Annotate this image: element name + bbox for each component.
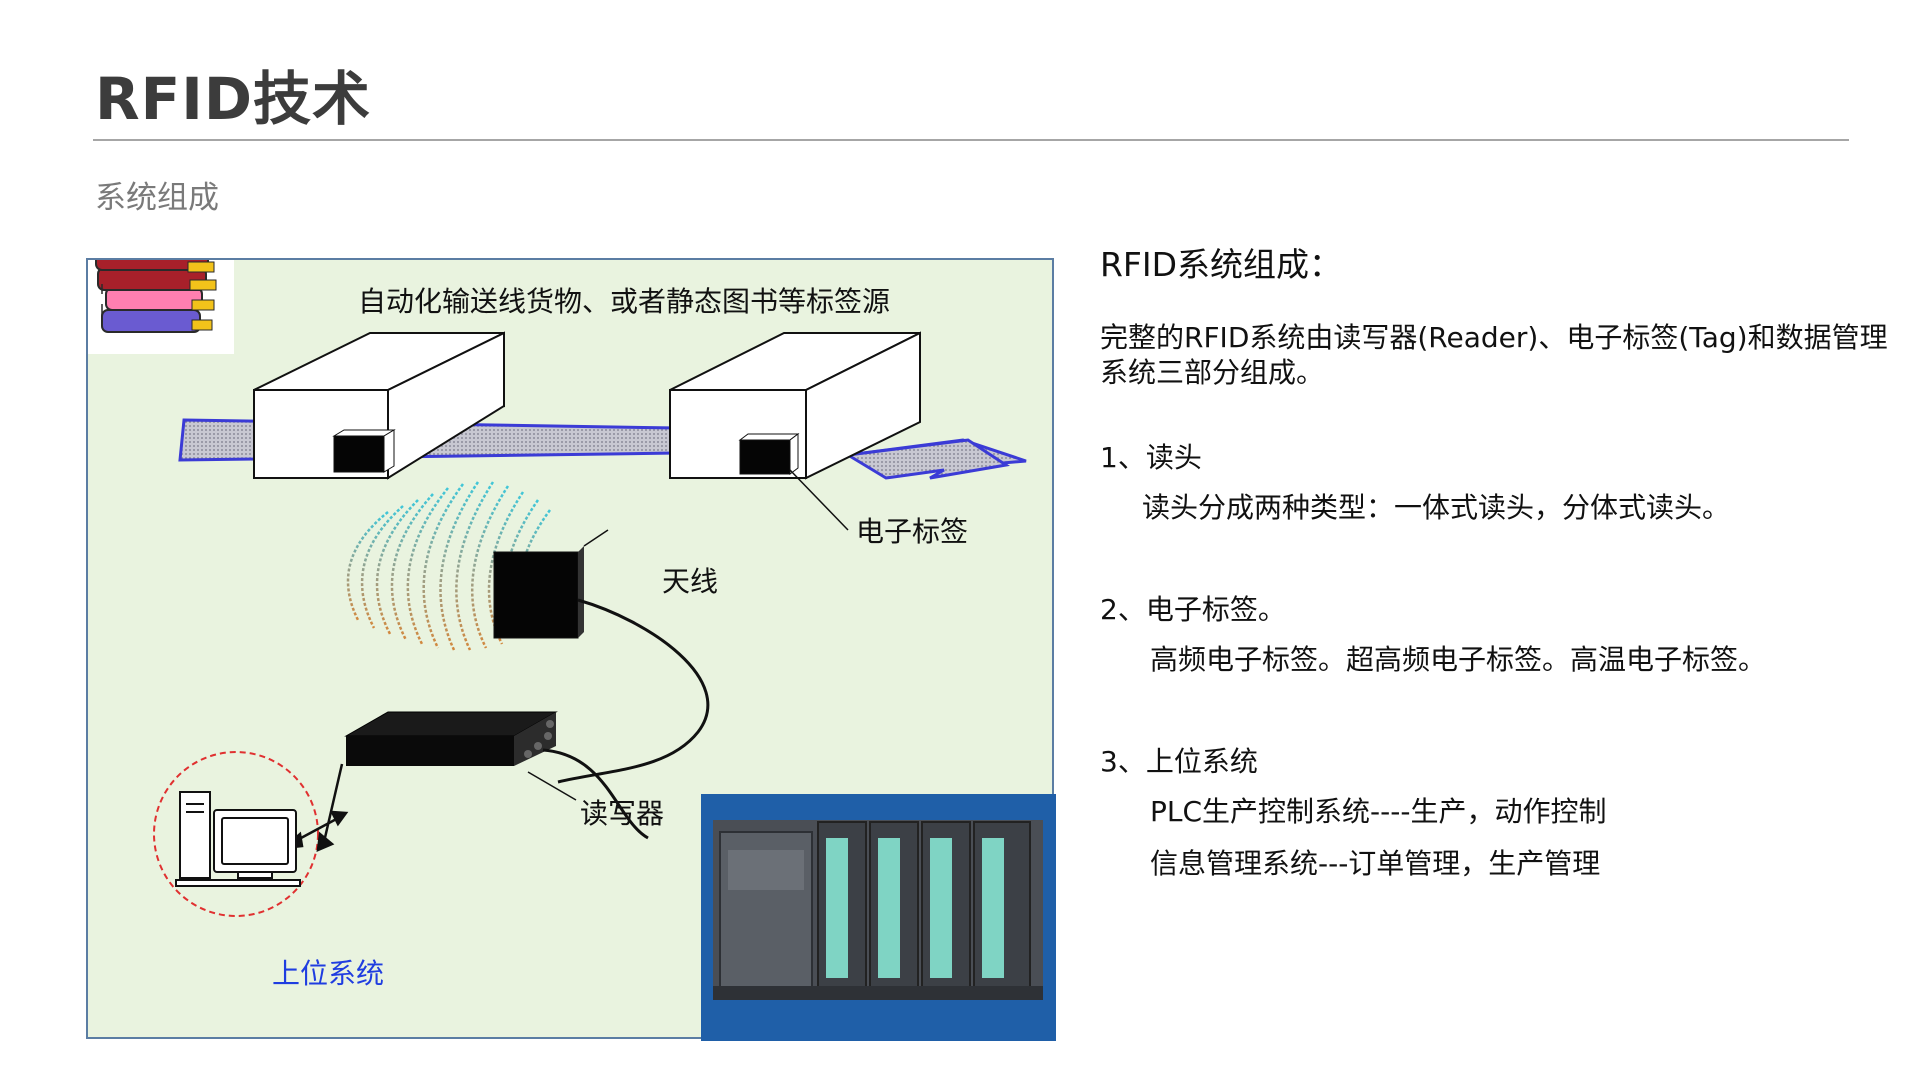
item-1-title: 1、读头 [1100,441,1202,474]
antenna [493,529,609,639]
plc-image [701,794,1056,1041]
item-2-detail: 高频电子标签。超高频电子标签。高温电子标签。 [1150,643,1767,676]
item-3-detail-2: 信息管理系统---订单管理，生产管理 [1150,847,1601,880]
item-1-detail: 读头分成两种类型：一体式读头，分体式读头。 [1142,491,1731,524]
description-intro: 完整的RFID系统由读写器(Reader)、电子标签(Tag)和数据管理系统三部… [1100,321,1888,389]
cargo-box-2 [669,331,921,531]
section-subtitle: 系统组成 [95,180,219,216]
radio-waves [346,481,552,651]
title-divider [93,139,1849,141]
books-icon [88,260,234,354]
reader-label: 读写器 [580,797,665,830]
antenna-label: 天线 [662,565,719,598]
page-title: RFID技术 [95,65,372,133]
tag-label: 电子标签 [856,515,969,548]
cargo-box-1 [253,331,505,480]
host-circle [153,751,319,917]
description-heading: RFID系统组成： [1100,245,1343,284]
conveyor-label: 自动化输送线货物、或者静态图书等标签源 [358,285,891,318]
item-3-title: 3、上位系统 [1100,745,1258,778]
reader-device [344,711,577,801]
antenna-cable [557,598,710,784]
plc-cable [542,748,649,840]
computer-icon [175,791,301,887]
item-3-detail-1: PLC生产控制系统----生产，动作控制 [1150,795,1607,828]
item-2-title: 2、电子标签。 [1100,593,1286,626]
host-system-label: 上位系统 [272,957,385,990]
conveyor-arrow-tail [843,438,1011,480]
rfid-system-diagram: 自动化输送线货物、或者静态图书等标签源 电子标签 天线 读写器 上位系统 [86,258,1056,1041]
diagram-drawing [88,260,1056,1041]
